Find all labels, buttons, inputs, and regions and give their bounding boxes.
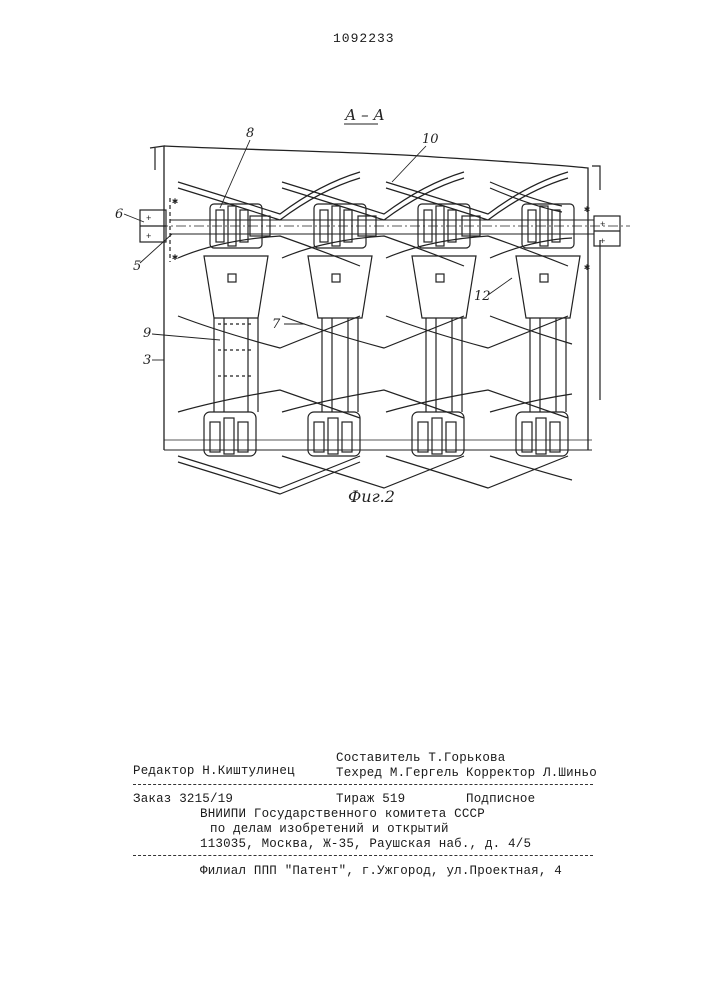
divider-top bbox=[133, 784, 593, 785]
org-line-2: по делам изобретений и открытий bbox=[210, 822, 449, 836]
proofreader-line: Корректор Л.Шиньо bbox=[466, 766, 597, 780]
callout-3: 3 bbox=[143, 353, 151, 368]
callout-5: 5 bbox=[133, 259, 141, 274]
svg-text:✱: ✱ bbox=[172, 253, 178, 264]
org-line-1: ВНИИПИ Государственного комитета СССР bbox=[200, 807, 485, 821]
drawing-svg: А – А 8 10 6 5 9 7 12 3 + + ✱ ✱ + + ✱ ✱ bbox=[100, 100, 630, 520]
svg-text:✱: ✱ bbox=[172, 197, 178, 208]
callout-7: 7 bbox=[272, 317, 281, 332]
compiler-line: Составитель Т.Горькова bbox=[336, 751, 505, 765]
divider-bottom bbox=[133, 855, 593, 856]
techred-line: Техред М.Гергель bbox=[336, 766, 459, 780]
callout-6: 6 bbox=[115, 207, 123, 222]
org-address: 113035, Москва, Ж-35, Раушская наб., д. … bbox=[200, 837, 531, 851]
cell-2 bbox=[282, 172, 464, 488]
technical-drawing: А – А 8 10 6 5 9 7 12 3 + + ✱ ✱ + + ✱ ✱ bbox=[100, 100, 630, 525]
branch-line: Филиал ППП "Патент", г.Ужгород, ул.Проек… bbox=[200, 864, 562, 878]
cell-3 bbox=[386, 172, 568, 488]
svg-text:+: + bbox=[600, 237, 605, 247]
svg-text:+: + bbox=[146, 214, 151, 224]
callout-8: 8 bbox=[246, 126, 254, 141]
svg-text:+: + bbox=[146, 232, 151, 242]
patent-number: 1092233 bbox=[333, 31, 395, 46]
callout-10: 10 bbox=[422, 132, 439, 147]
circulation-line: Тираж 519 bbox=[336, 792, 405, 806]
callout-12: 12 bbox=[474, 289, 491, 304]
callout-9: 9 bbox=[143, 326, 151, 341]
cell-4 bbox=[490, 182, 580, 480]
section-label: А – А bbox=[344, 106, 385, 124]
order-line: Заказ 3215/19 bbox=[133, 792, 233, 806]
subscription-line: Подписное bbox=[466, 792, 535, 806]
figure-caption: Фиг.2 bbox=[348, 487, 395, 506]
svg-text:✱: ✱ bbox=[584, 205, 590, 216]
svg-text:✱: ✱ bbox=[584, 263, 590, 274]
editor-line: Редактор Н.Киштулинец bbox=[133, 764, 295, 778]
svg-text:+: + bbox=[600, 220, 605, 230]
